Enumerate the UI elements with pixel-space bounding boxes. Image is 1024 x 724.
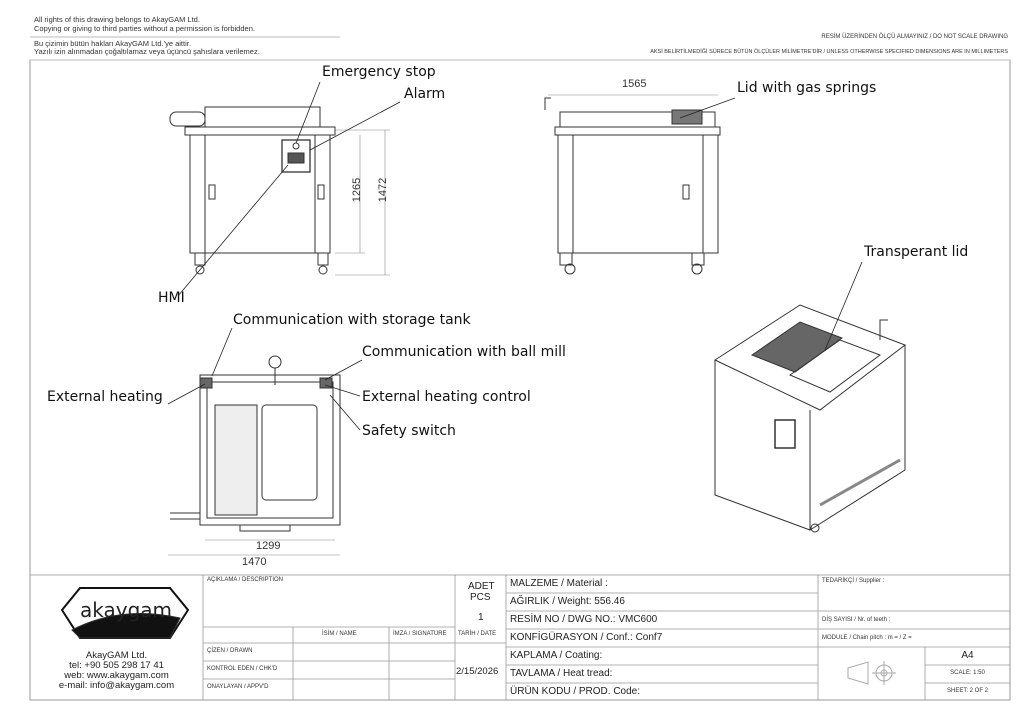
dim-width-1470: 1470 [242, 556, 267, 568]
dim-width-1299: 1299 [256, 540, 281, 552]
date-label: TARİH / DATE [458, 631, 497, 637]
company-name: AkayGAM Ltd. [85, 650, 148, 661]
rights-note-en-2: Copying or giving to third parties witho… [34, 24, 255, 33]
supplier-field: TEDARİKÇİ / Supplier : [822, 578, 885, 584]
akaygam-logo [60, 587, 190, 639]
description-label: AÇIKLAMA / DESCRIPTION [207, 577, 284, 583]
callout-external-heating: External heating [47, 389, 163, 405]
quantity-value: 1 [478, 612, 484, 623]
units-note: AKSİ BELİRTİLMEDİĞİ SÜRECE BÜTÜN ÖLÇÜLER… [650, 49, 1008, 55]
callout-comm-storage-tank: Communication with storage tank [233, 312, 471, 328]
callout-transparent-lid: Transperant lid [864, 244, 969, 260]
heat-tread-field: TAVLAMA / Heat tread: [510, 668, 613, 679]
dim-height-1265: 1265 [351, 177, 364, 203]
rights-note-tr-1: Bu çizimin bütün hakları AkayGAM Ltd.'ye… [34, 39, 191, 48]
projection-symbol-icon [847, 661, 896, 685]
leader-lines [167, 81, 863, 431]
no-scale-note: RESİM ÜZERİNDEN ÖLÇÜ ALMAYINIZ / DO NOT … [821, 34, 1008, 40]
rights-note-tr-2: Yazılı izin alınmadan çoğaltılamaz veya … [34, 47, 260, 56]
drawing-date: 2/15/2026 [456, 666, 499, 677]
callout-comm-ball-mill: Communication with ball mill [362, 344, 566, 360]
dim-height-1472: 1472 [377, 177, 390, 203]
adet-label: ADET [468, 581, 495, 592]
rights-note-en-1: All rights of this drawing belongs to Ak… [34, 15, 200, 24]
scale-value: SCALE: 1:50 [950, 670, 985, 676]
company-tel: tel: +90 505 298 17 41 [69, 660, 164, 671]
callout-alarm: Alarm [404, 86, 446, 102]
approved-label: ONAYLAYAN / APPV'D [207, 684, 269, 690]
material-field: MALZEME / Material : [510, 578, 608, 589]
teeth-field: DİŞ SAYISI / Nr. of teeth : [822, 617, 891, 623]
callout-hmi: HMI [158, 290, 185, 306]
top-view [168, 355, 341, 556]
drawn-label: ÇİZEN / DRAWN [207, 648, 253, 654]
weight-field: AĞIRLIK / Weight: 556.46 [510, 596, 625, 607]
title-block-grid [29, 574, 1011, 701]
logo-text: akaygam [80, 598, 173, 622]
name-label: İSİM / NAME [322, 631, 357, 637]
company-web: web: www.akaygam.com [64, 670, 169, 681]
coating-field: KAPLAMA / Coating: [510, 650, 603, 661]
module-field: MODULE / Chain pitch : m = / Z = [822, 635, 912, 641]
paper-size: A4 [961, 650, 974, 661]
callout-safety-switch: Safety switch [362, 423, 456, 439]
dim-width-1565: 1565 [622, 78, 647, 90]
prod-code-field: ÜRÜN KODU / PROD. Code: [510, 686, 641, 697]
callout-emergency-stop: Emergency stop [322, 64, 436, 80]
checked-label: KONTROL EDEN / CHK'D [207, 666, 278, 672]
configuration-field: KONFİGÜRASYON / Conf.: Conf7 [510, 632, 663, 643]
dwg-no-field: RESİM NO / DWG NO.: VMC600 [510, 614, 658, 625]
callout-external-heating-control: External heating control [362, 389, 531, 405]
signature-label: İMZA / SIGNATURE [393, 631, 447, 637]
isometric-view [713, 304, 907, 533]
front-view [169, 106, 390, 276]
side-view [544, 94, 721, 275]
callout-lid-gas-springs: Lid with gas springs [737, 80, 877, 96]
company-email: e-mail: info@akaygam.com [58, 680, 175, 691]
sheet-number: SHEET: 2 OF 2 [946, 688, 988, 694]
pcs-label: PCS [470, 592, 491, 603]
